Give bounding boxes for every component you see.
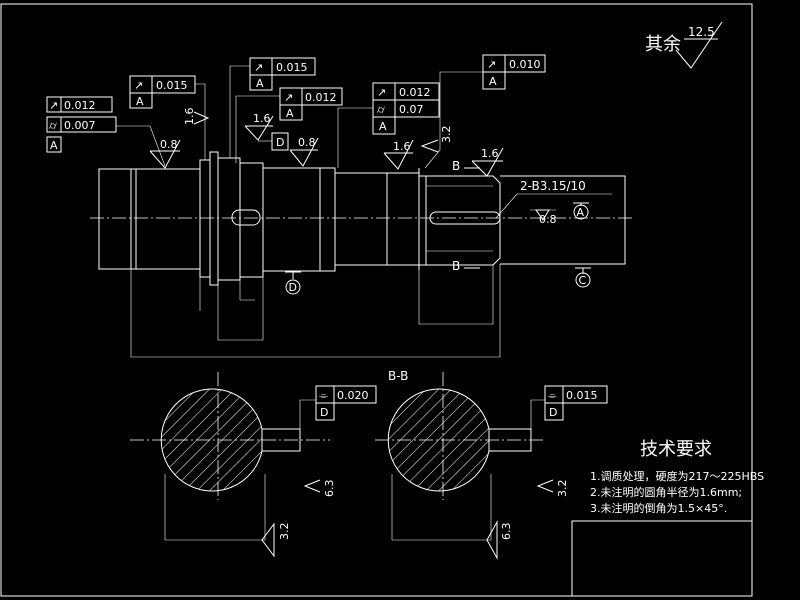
svg-text:↗: ↗: [134, 79, 143, 92]
title-block: [571, 520, 753, 597]
svg-text:⌭: ⌭: [377, 103, 385, 116]
roughness-r10: 3.2: [261, 522, 291, 558]
svg-text:0.012: 0.012: [64, 99, 96, 112]
datum-a-letter: A: [577, 206, 585, 219]
tech-item-3: 3.未注明的倒角为1.5×45°.: [590, 501, 727, 515]
svg-text:↗: ↗: [49, 99, 58, 112]
svg-text:0.007: 0.007: [64, 119, 96, 132]
svg-text:↗: ↗: [284, 91, 293, 104]
svg-text:A: A: [489, 75, 497, 88]
roughness-r6: 3.2: [420, 126, 453, 153]
fcf-4: ↗ 0.015 A: [229, 57, 316, 158]
fcf-7: ⌭ 0.07 A: [337, 99, 440, 168]
svg-text:A: A: [379, 120, 387, 133]
svg-text:0.015: 0.015: [156, 79, 188, 92]
svg-text:1.6: 1.6: [253, 112, 271, 125]
svg-text:0.8: 0.8: [298, 136, 316, 149]
fcf-9: ⌯ 0.020 D: [315, 385, 377, 421]
fcf-6: ↗ 0.012: [372, 82, 440, 101]
svg-text:0.020: 0.020: [337, 389, 369, 402]
svg-text:3.2: 3.2: [278, 523, 291, 541]
svg-text:A: A: [50, 139, 58, 152]
rest-surface-label: 其余: [645, 34, 681, 55]
fcf-2: ⌭ 0.007 A: [46, 116, 166, 167]
roughness-r9: 6.3: [303, 480, 336, 498]
roughness-r11: 6.3: [486, 520, 513, 560]
fcf-3: ↗ 0.015 A: [129, 75, 206, 160]
rest-roughness-note: 其余 12.5: [645, 21, 723, 69]
svg-text:⌯: ⌯: [548, 389, 557, 402]
svg-text:0.010: 0.010: [509, 58, 541, 71]
rest-surface-value: 12.5: [688, 25, 715, 39]
svg-text:A: A: [286, 107, 294, 120]
svg-text:A: A: [136, 95, 144, 108]
svg-text:B: B: [452, 259, 460, 273]
datum-c-letter: C: [579, 274, 587, 287]
tech-title: 技术要求: [640, 439, 712, 460]
roughness-r4: 0.8: [289, 136, 319, 167]
svg-text:0.8: 0.8: [160, 138, 178, 151]
key-slot: [231, 209, 261, 226]
fcf-1: ↗ 0.012: [46, 96, 113, 113]
datum-d-main: D: [285, 271, 301, 295]
fcf-5: ↗ 0.012 A: [235, 87, 343, 163]
roughness-r12: 3.2: [536, 480, 569, 498]
datum-a: A: [573, 202, 589, 220]
section-view-left: [130, 372, 330, 541]
svg-text:⌯: ⌯: [319, 389, 328, 402]
datum-d-box: D: [258, 132, 289, 151]
svg-text:D: D: [320, 406, 328, 419]
svg-text:3.2: 3.2: [440, 126, 453, 144]
svg-text:B: B: [452, 159, 460, 173]
svg-text:0.012: 0.012: [399, 86, 431, 99]
svg-text:0.8: 0.8: [539, 213, 557, 226]
roughness-r7: 1.6: [471, 147, 504, 177]
svg-text:⌭: ⌭: [49, 119, 57, 132]
fcf-8: ↗ 0.010 A: [424, 54, 546, 169]
svg-text:6.3: 6.3: [323, 480, 336, 498]
svg-text:1.6: 1.6: [393, 140, 411, 153]
svg-text:1.6: 1.6: [183, 108, 196, 126]
section-mark-top: B: [452, 159, 480, 173]
svg-text:↗: ↗: [487, 58, 496, 71]
roughness-r5: 1.6: [383, 139, 414, 170]
svg-text:0.012: 0.012: [305, 91, 337, 104]
section-label: B-B: [388, 369, 408, 383]
datum-c: C: [575, 267, 591, 288]
roughness-r2: 1.6: [183, 108, 210, 126]
svg-text:A: A: [256, 77, 264, 90]
roughness-r1: 0.8: [149, 138, 181, 169]
svg-text:6.3: 6.3: [500, 523, 513, 541]
svg-text:0.015: 0.015: [276, 61, 308, 74]
svg-text:1.6: 1.6: [481, 147, 499, 160]
tech-item-1: 1.调质处理，硬度为217～225HBS: [590, 469, 764, 483]
roughness-r8: 0.8: [539, 213, 557, 226]
roughness-r3: 1.6: [244, 112, 274, 141]
shaft-main-view: [90, 151, 632, 358]
center-hole-note: 2-B3.15/10: [495, 179, 612, 221]
keyway-note: 2-B3.15/10: [520, 179, 586, 193]
svg-text:3.2: 3.2: [556, 480, 569, 498]
tech-requirements: 技术要求 1.调质处理，硬度为217～225HBS 2.未注明的圆角半径为1.6…: [590, 439, 764, 515]
fcf-10: ⌯ 0.015 D: [544, 385, 608, 421]
svg-text:0.015: 0.015: [566, 389, 598, 402]
tech-item-2: 2.未注明的圆角半径为1.6mm;: [590, 485, 742, 499]
datum-d-letter: D: [289, 281, 297, 294]
section-mark-bottom: B: [452, 259, 480, 273]
svg-text:↗: ↗: [377, 86, 386, 99]
svg-text:D: D: [549, 406, 557, 419]
center-drill: [429, 211, 501, 225]
svg-text:0.07: 0.07: [399, 103, 424, 116]
section-view-right: [375, 372, 545, 541]
svg-text:↗: ↗: [254, 61, 263, 74]
svg-text:D: D: [276, 136, 284, 149]
drawing-frame: [0, 3, 753, 597]
